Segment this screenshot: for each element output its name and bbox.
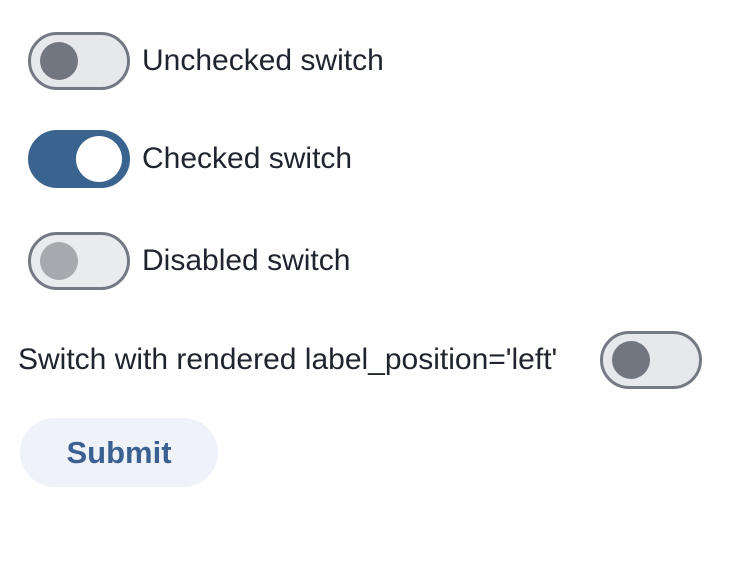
disabled-switch-label: Disabled switch (142, 244, 351, 277)
label-left-switch-label[interactable]: Switch with rendered label_position='lef… (18, 343, 558, 376)
disabled-switch-toggle (28, 232, 130, 290)
switch-row-unchecked: Unchecked switch (0, 32, 730, 90)
checked-switch-label[interactable]: Checked switch (142, 142, 353, 175)
switch-thumb (76, 136, 122, 182)
switch-row-disabled: Disabled switch (0, 232, 730, 290)
switch-thumb (40, 42, 78, 80)
checked-switch-toggle[interactable] (28, 130, 130, 188)
switch-row-label-left: Switch with rendered label_position='lef… (0, 331, 730, 389)
switch-thumb (40, 242, 78, 280)
switch-thumb (612, 341, 650, 379)
label-left-switch-toggle[interactable] (600, 331, 702, 389)
unchecked-switch-toggle[interactable] (28, 32, 130, 90)
switch-row-checked: Checked switch (0, 130, 730, 188)
submit-button[interactable]: Submit (20, 418, 218, 487)
unchecked-switch-label[interactable]: Unchecked switch (142, 44, 384, 77)
